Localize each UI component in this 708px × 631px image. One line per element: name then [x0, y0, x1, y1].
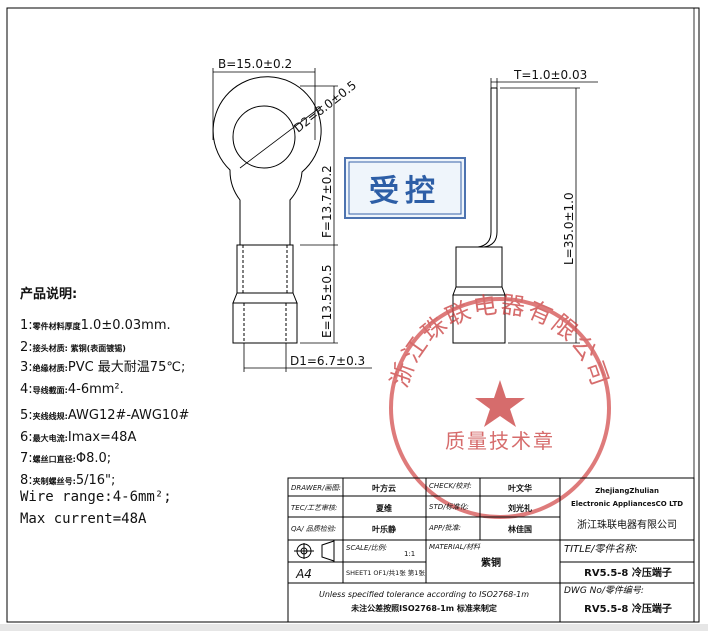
dwg-label: DWG No/零件编号: — [564, 585, 644, 596]
front-view — [212, 76, 322, 344]
wire-range-note: Wire range:4-6mm²; — [20, 489, 172, 505]
drawer-value: 叶方云 — [372, 483, 396, 493]
control-stamp-text: 受控 — [369, 174, 441, 209]
barrel-sleeve — [236, 244, 294, 294]
seal-arc-text: 浙江珠联电器有限公司 — [385, 290, 612, 391]
note-item-2: 2:接头材质: 紫铜(表面镀锡) — [20, 340, 126, 355]
svg-text:浙江珠联电器有限公司: 浙江珠联电器有限公司 — [385, 290, 614, 391]
side-insulation — [452, 294, 506, 344]
company-en-line2: Electronic AppliancesCO LTD — [571, 500, 683, 508]
std-label: STD/标准化: — [429, 503, 469, 511]
tec-label: TEC/工艺审核: — [291, 504, 337, 512]
dim-t: T=1.0±0.03 — [513, 68, 587, 82]
material-label: MATERIAL/材料 — [429, 543, 481, 551]
side-view — [452, 87, 506, 344]
note-item-5: 5:夹线线规:AWG12#-AWG10# — [20, 408, 190, 423]
title-value: RV5.5-8 冷压端子 — [584, 566, 672, 579]
quality-seal: 浙江珠联电器有限公司 质量技术章 — [385, 290, 614, 519]
seal-star-icon — [475, 380, 525, 427]
title-label: TITLE/零件名称: — [564, 543, 638, 555]
paper-size: A4 — [295, 567, 312, 581]
side-view-dimensions — [490, 78, 598, 344]
check-label: CHECK/校对: — [429, 482, 472, 490]
tec-value: 夏维 — [375, 503, 392, 513]
note-item-8: 8:夹制螺丝号:5/16"; — [20, 473, 116, 488]
drawer-label: DRAWER/画图: — [291, 484, 341, 492]
insulation-sleeve — [232, 302, 298, 344]
note-item-4: 4:导线截面:4-6mm². — [20, 382, 124, 397]
check-value: 叶文华 — [508, 483, 532, 493]
dim-f: F=13.7±0.2 — [320, 165, 334, 238]
dim-b: B=15.0±0.2 — [218, 57, 292, 71]
projection-symbol-icon — [294, 540, 335, 562]
dim-d1: D1=6.7±0.3 — [290, 354, 365, 368]
sheet-label: SHEET1 OF1/共1张 第1张 — [346, 568, 425, 577]
company-cn: 浙江珠联电器有限公司 — [577, 518, 677, 531]
ring-outline — [212, 76, 322, 232]
app-label: APP/批准: — [428, 524, 461, 532]
material-value: 紫铜 — [481, 556, 501, 569]
note-item-1: 1:零件材料厚度1.0±0.03mm. — [20, 318, 171, 333]
blade-bend-left — [477, 231, 492, 248]
seal-bottom-text: 质量技术章 — [445, 429, 555, 453]
d2-leader — [239, 105, 323, 169]
dim-e: E=13.5±0.5 — [320, 265, 334, 339]
window-bottom-strip — [0, 624, 708, 631]
dwg-value: RV5.5-8 冷压端子 — [584, 602, 672, 615]
scale-label: SCALE/比例: — [346, 544, 387, 552]
std-value: 刘光礼 — [508, 503, 532, 513]
title-block — [287, 477, 695, 623]
tolerance-en: Unless specified tolerance according to … — [319, 590, 529, 599]
qa-value: 叶乐静 — [372, 524, 396, 534]
stud-hole — [232, 105, 296, 169]
note-item-3: 3:绝缘材质:PVC 最大耐温75℃; — [20, 360, 186, 375]
company-en-line1: ZhejiangZhulian — [595, 487, 659, 495]
front-view-dimensions — [212, 68, 372, 372]
notes-title: 产品说明: — [20, 287, 78, 302]
control-stamp: 受控 — [344, 157, 466, 219]
dim-l: L=35.0±1.0 — [562, 192, 576, 265]
dim-d2: D2=8.0±0.5 — [291, 78, 359, 135]
max-current-note: Max current=48A — [20, 511, 147, 527]
app-value: 林佳国 — [508, 524, 532, 534]
tolerance-cn: 未注公差按照ISO2768-1m 标准来制定 — [350, 603, 497, 613]
note-item-7: 7:螺丝口直径:Φ8.0; — [20, 451, 112, 466]
note-item-6: 6:最大电流:Imax=48A — [20, 430, 137, 445]
sleeve-flare — [232, 292, 298, 304]
qa-label: QA/ 品质检验: — [291, 525, 336, 533]
side-barrel — [455, 246, 503, 288]
scale-value: 1:1 — [404, 550, 415, 558]
